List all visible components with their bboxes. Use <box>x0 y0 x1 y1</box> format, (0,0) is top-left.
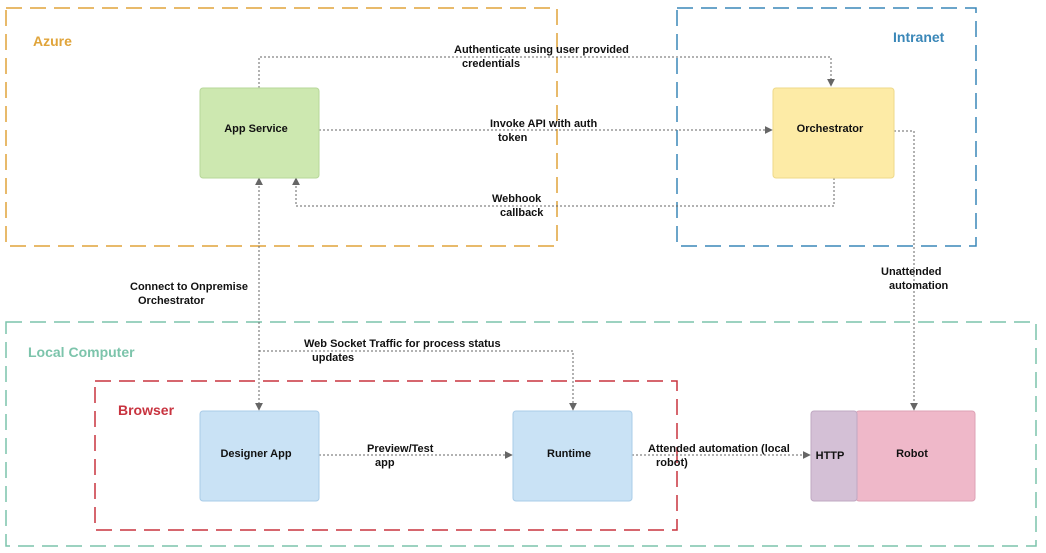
edge-label-preview-test: Preview/Test app <box>367 443 434 469</box>
robot-label: Robot <box>896 448 928 460</box>
edge-label-line: token <box>498 132 528 144</box>
edge-label-line: app <box>375 457 395 469</box>
edge-label-line: Authenticate using user provided <box>454 44 629 56</box>
edge-label-authenticate: Authenticate using user provided credent… <box>454 44 629 70</box>
edge-label-line: credentials <box>462 58 520 70</box>
edge-web-socket <box>259 350 577 411</box>
browser-region-title: Browser <box>118 402 175 418</box>
edge-label-invoke-api: Invoke API with auth token <box>490 118 597 144</box>
edge-webhook <box>292 177 835 207</box>
intranet-region-title: Intranet <box>893 29 945 45</box>
edge-label-line: Web Socket Traffic for process status <box>304 338 501 350</box>
runtime-label: Runtime <box>547 448 591 460</box>
app-service-label: App Service <box>224 123 288 135</box>
edge-label-line: Orchestrator <box>138 295 205 307</box>
edge-label-line: robot) <box>656 457 688 469</box>
runtime-node: Runtime <box>512 410 633 502</box>
edge-label-attended: Attended automation (local robot) <box>648 443 790 469</box>
edge-label-line: Webhook <box>492 193 542 205</box>
local-computer-region <box>5 321 1037 547</box>
azure-region <box>5 7 558 247</box>
azure-region-title: Azure <box>33 33 72 49</box>
edge-authenticate <box>258 56 835 88</box>
edge-label-line: updates <box>312 352 354 364</box>
edge-label-web-socket: Web Socket Traffic for process status up… <box>304 338 501 364</box>
robot-node: Robot <box>855 410 976 502</box>
orchestrator-node: Orchestrator <box>772 87 895 179</box>
edge-label-line: Connect to Onpremise <box>130 281 248 293</box>
edge-unattended <box>894 130 918 411</box>
intranet-region <box>676 7 977 247</box>
edge-label-connect-onpremise: Connect to Onpremise Orchestrator <box>130 281 248 307</box>
http-label: HTTP <box>816 450 845 462</box>
edge-label-webhook: Webhook callback <box>492 193 544 219</box>
designer-app-node: Designer App <box>199 410 320 502</box>
edge-label-line: Invoke API with auth <box>490 118 597 130</box>
edge-label-unattended: Unattended automation <box>881 266 949 292</box>
designer-app-label: Designer App <box>220 448 291 460</box>
orchestrator-label: Orchestrator <box>797 123 864 135</box>
edge-label-line: Attended automation (local <box>648 443 790 455</box>
http-node: HTTP <box>810 410 858 502</box>
edge-label-line: automation <box>889 280 949 292</box>
edge-label-line: Unattended <box>881 266 942 278</box>
edge-label-line: Preview/Test <box>367 443 434 455</box>
local-computer-region-title: Local Computer <box>28 344 135 360</box>
edge-label-line: callback <box>500 207 544 219</box>
app-service-node: App Service <box>199 87 320 179</box>
